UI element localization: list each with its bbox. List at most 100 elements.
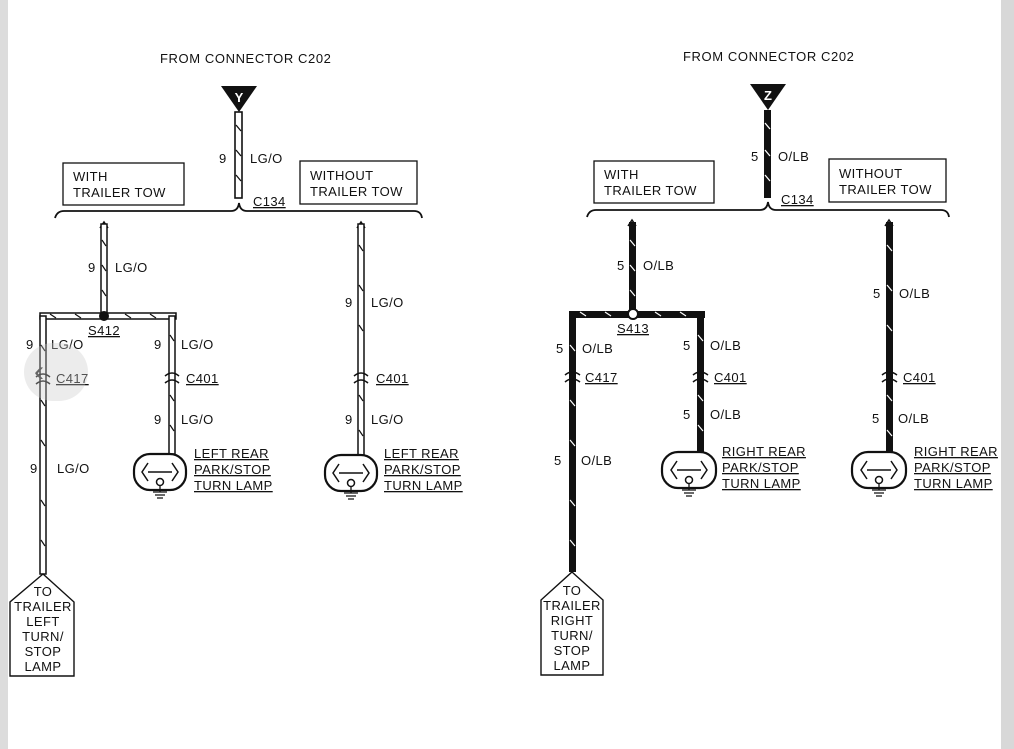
chevron-left-icon: ‹ — [34, 355, 44, 388]
left-option-bracket — [54, 202, 423, 219]
right-c417-label: C417 — [585, 370, 618, 385]
right-without-line1: WITHOUT — [839, 166, 902, 181]
left-connector-y-tag: Y — [235, 90, 244, 105]
left-without-gauge-b: 9 — [345, 412, 353, 427]
right-connector-z-tag: Z — [764, 88, 772, 103]
left-dest-line5: STOP — [25, 644, 62, 659]
left-without-color-b: LG/O — [371, 412, 404, 427]
right-feed-color: O/LB — [778, 149, 809, 164]
right-splice-bus-stripe — [579, 311, 687, 317]
left-with-lamp-gauge-a: 9 — [154, 337, 162, 352]
left-from-connector-label: FROM CONNECTOR C202 — [160, 51, 332, 66]
right-with-lamp-stripe — [697, 334, 704, 432]
right-dest-line2: TRAILER — [543, 598, 601, 613]
right-trailer-wire-stripe — [569, 344, 576, 547]
right-without-trailer-box — [828, 158, 947, 203]
left-without-trailer-box — [299, 160, 418, 205]
viewer-left-edge — [0, 0, 8, 749]
left-with-lamp-color-b: LG/O — [181, 412, 214, 427]
left-trailer-wire-stripe — [40, 344, 46, 547]
left-splice-label: S412 — [88, 323, 120, 338]
left-dest-line2: TRAILER — [14, 599, 72, 614]
left-without-lamp-line3: TURN LAMP — [384, 478, 463, 493]
left-dest-line6: LAMP — [24, 659, 61, 674]
left-splice-dot — [99, 311, 109, 321]
right-without-wire-stripe — [886, 244, 893, 437]
right-branch-gauge: 5 — [617, 258, 625, 273]
left-without-lamp-line1: LEFT REAR — [384, 446, 459, 461]
left-without-color-a: LG/O — [371, 295, 404, 310]
left-with-lamp-line1: LEFT REAR — [194, 446, 269, 461]
left-without-line1: WITHOUT — [310, 168, 373, 183]
right-branch-color: O/LB — [643, 258, 674, 273]
right-without-gauge-a: 5 — [873, 286, 881, 301]
right-with-lamp-gauge-b: 5 — [683, 407, 691, 422]
left-without-c401-label: C401 — [376, 371, 409, 386]
left-c134-label: C134 — [253, 194, 286, 209]
left-without-gauge-a: 9 — [345, 295, 353, 310]
right-dest-line5: STOP — [554, 643, 591, 658]
right-trailer-color: O/LB — [582, 341, 613, 356]
right-feed-gauge: 5 — [751, 149, 759, 164]
left-trailer-lower-gauge: 9 — [30, 461, 38, 476]
left-trailer-color: LG/O — [51, 337, 84, 352]
previous-page-button[interactable]: ‹ — [24, 343, 88, 401]
left-trailer-gauge: 9 — [26, 337, 34, 352]
right-without-color-a: O/LB — [899, 286, 930, 301]
left-dest-line1: TO — [34, 584, 53, 599]
left-with-lamp-gauge-b: 9 — [154, 412, 162, 427]
right-dest-line3: RIGHT — [551, 613, 593, 628]
left-dest-line3: LEFT — [26, 614, 59, 629]
right-without-color-b: O/LB — [898, 411, 929, 426]
right-with-line2: TRAILER TOW — [604, 183, 697, 198]
right-with-lamp-symbol — [660, 450, 718, 497]
right-with-c401-connector — [692, 371, 709, 383]
right-splice-dot — [627, 308, 639, 320]
left-with-lamp-symbol — [132, 452, 188, 499]
right-with-lamp-color-a: O/LB — [710, 338, 741, 353]
right-with-branch-stripe — [629, 239, 636, 297]
right-option-bracket — [586, 201, 950, 218]
left-without-c401-connector — [353, 372, 369, 384]
right-with-c401-label: C401 — [714, 370, 747, 385]
left-with-lamp-stripe — [169, 334, 175, 432]
right-without-lamp-line1: RIGHT REAR — [914, 444, 998, 459]
right-without-lamp-symbol — [850, 450, 908, 497]
right-circuit: FROM CONNECTOR C202 Z 5 O/LB C134 WITH T… — [540, 49, 998, 676]
right-trailer-gauge: 5 — [556, 341, 564, 356]
left-with-trailer-box — [62, 162, 185, 206]
right-without-lamp-line2: PARK/STOP — [914, 460, 991, 475]
left-trailer-destination-box — [9, 573, 75, 677]
right-c417-connector — [564, 371, 581, 383]
left-feed-color: LG/O — [250, 151, 283, 166]
left-trailer-lower-color: LG/O — [57, 461, 90, 476]
right-with-lamp-wire — [697, 314, 704, 452]
left-with-line1: WITH — [73, 169, 108, 184]
left-without-lamp-symbol — [323, 453, 379, 500]
left-feed-wire — [234, 111, 243, 199]
right-with-lamp-line2: PARK/STOP — [722, 460, 799, 475]
right-without-c401-label: C401 — [903, 370, 936, 385]
left-with-branch-wire — [100, 223, 108, 316]
left-with-lamp-color-a: LG/O — [181, 337, 214, 352]
left-circuit: FROM CONNECTOR C202 Y 9 LG/O C134 WITH T… — [9, 51, 463, 677]
left-with-lamp-line3: TURN LAMP — [194, 478, 273, 493]
left-without-line2: TRAILER TOW — [310, 184, 403, 199]
right-without-lamp-line3: TURN LAMP — [914, 476, 993, 491]
left-with-lamp-line2: PARK/STOP — [194, 462, 271, 477]
right-with-lamp-line1: RIGHT REAR — [722, 444, 806, 459]
left-feed-gauge: 9 — [219, 151, 227, 166]
left-dest-line4: TURN/ — [22, 629, 64, 644]
right-c134-label: C134 — [781, 192, 814, 207]
right-with-lamp-color-b: O/LB — [710, 407, 741, 422]
left-without-wire — [357, 223, 365, 456]
left-with-lamp-wire — [168, 315, 176, 455]
right-dest-line1: TO — [563, 583, 582, 598]
left-c417-label: C417 — [56, 371, 89, 386]
left-branch-color: LG/O — [115, 260, 148, 275]
viewer-scrollbar[interactable] — [1001, 0, 1014, 749]
right-with-lamp-line3: TURN LAMP — [722, 476, 801, 491]
left-connector-y-marker — [221, 86, 257, 112]
right-splice-label: S413 — [617, 321, 649, 336]
